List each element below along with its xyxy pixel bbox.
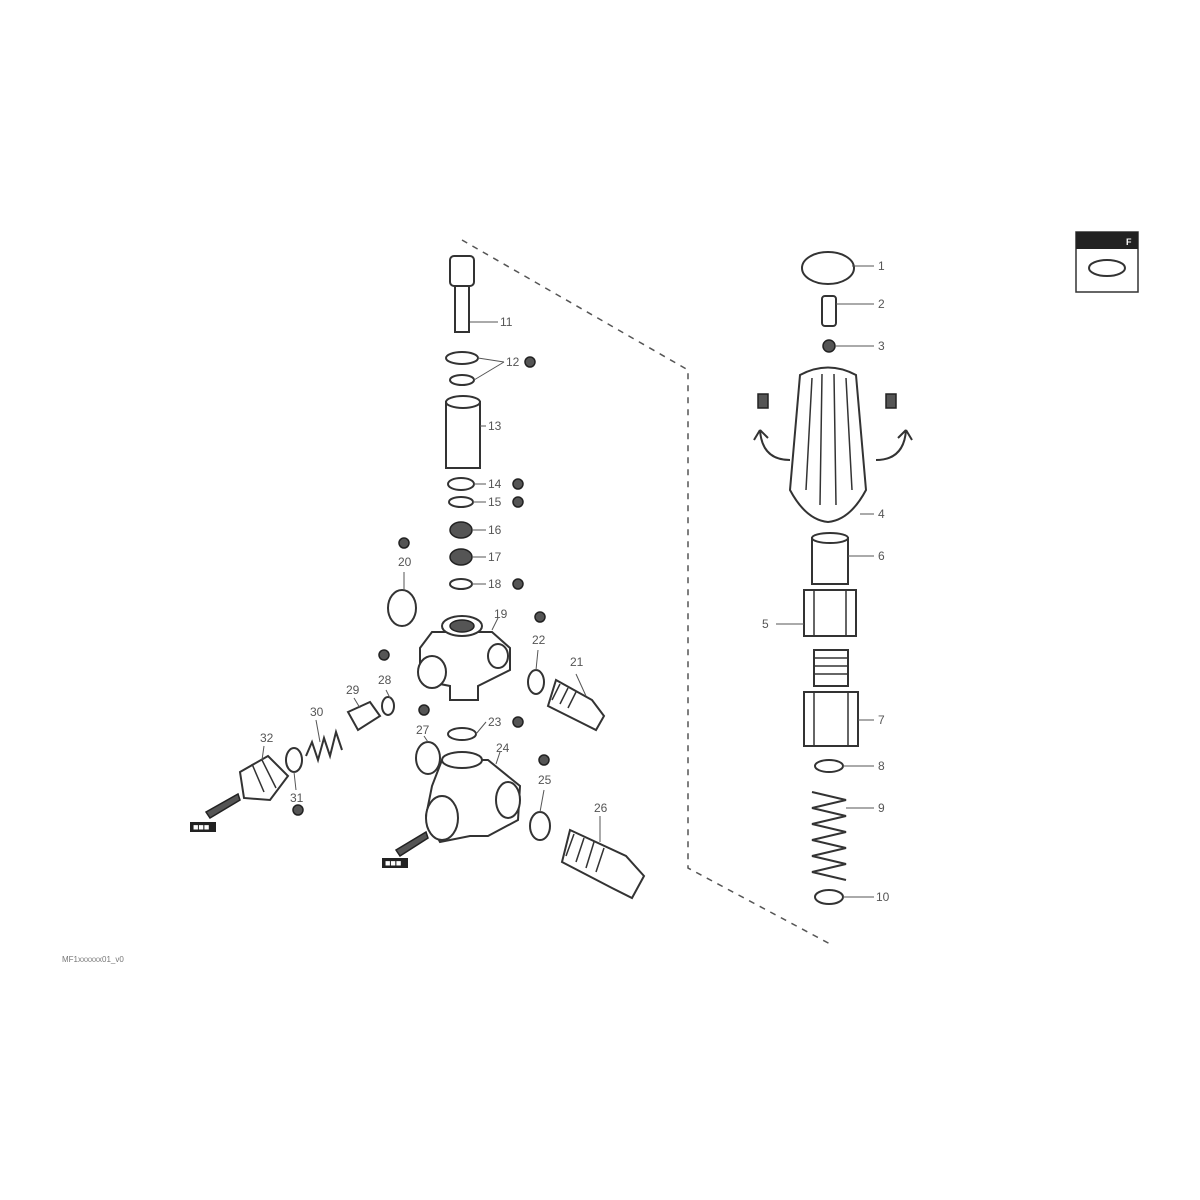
callout-18: 18	[488, 577, 502, 591]
part-hex-body	[803, 589, 857, 637]
part-o-ring-23	[447, 727, 477, 741]
part-fitting-21	[546, 678, 606, 732]
callout-8: 8	[878, 759, 885, 773]
callout-15: 15	[488, 495, 502, 509]
part-o-ring-15	[448, 496, 474, 508]
part-o-ring-27	[415, 741, 441, 775]
callout-7: 7	[878, 713, 885, 727]
callout-21: 21	[570, 655, 584, 669]
legend-box-label: F	[1126, 237, 1132, 247]
separator-dashes	[461, 239, 833, 946]
part-bottom-washer	[814, 889, 844, 905]
part-small-ring	[822, 339, 836, 353]
part-o-ring-12b	[449, 374, 475, 386]
inlet-tag-left	[190, 822, 216, 832]
part-o-ring-14	[447, 477, 475, 491]
callout-9: 9	[878, 801, 885, 815]
center-assembly	[238, 255, 646, 900]
callout-22: 22	[532, 633, 546, 647]
part-spring	[811, 791, 847, 881]
part-fitting-26	[560, 828, 646, 900]
callout-10: 10	[876, 890, 890, 904]
right-leaders	[776, 265, 874, 898]
part-nozzle-29	[346, 700, 382, 732]
legend-box: F	[1075, 231, 1139, 293]
callout-23: 23	[488, 715, 502, 729]
callout-17: 17	[488, 550, 502, 564]
part-o-ring-12a	[445, 351, 479, 365]
part-o-ring-20	[387, 589, 417, 627]
callout-12: 12	[506, 355, 520, 369]
part-fitting-32	[238, 754, 290, 802]
part-o-ring-25	[529, 811, 551, 841]
callout-14: 14	[488, 477, 502, 491]
inlet-tag-bottom-text: ■■■	[385, 858, 401, 868]
callout-20: 20	[398, 555, 412, 569]
callout-28: 28	[378, 673, 392, 687]
callout-25: 25	[538, 773, 552, 787]
callout-19: 19	[494, 607, 508, 621]
callout-30: 30	[310, 705, 324, 719]
part-screw	[821, 295, 837, 327]
right-callouts: 1 2 3 4 6 5 7 8 9 10	[762, 259, 890, 904]
part-adjusting-knob	[788, 366, 868, 524]
callout-5: 5	[762, 617, 769, 631]
part-washer	[814, 759, 844, 773]
inlet-tag-left-text: ■■■	[193, 822, 209, 832]
callout-13: 13	[488, 419, 502, 433]
part-seal-16	[449, 521, 473, 539]
callout-1: 1	[878, 259, 885, 273]
inlet-tag-bottom	[382, 858, 408, 868]
center-callouts: 11 12 13 14 15 16 17 18 19 20 22 21 23 2…	[260, 315, 608, 815]
part-seal-17	[449, 548, 473, 566]
center-leaders	[261, 321, 601, 842]
part-lower-hex	[803, 691, 859, 747]
callout-11: 11	[500, 315, 513, 329]
callout-31: 31	[290, 791, 304, 805]
callout-27: 27	[416, 723, 430, 737]
inlet-arrows: ■■■ ■■■	[190, 792, 429, 868]
part-sleeve	[811, 537, 849, 585]
callout-4: 4	[878, 507, 885, 521]
callout-32: 32	[260, 731, 274, 745]
part-cylinder	[445, 401, 481, 469]
callout-2: 2	[878, 297, 885, 311]
part-valve-pin	[454, 285, 470, 333]
part-valve-pin-head	[449, 255, 475, 287]
callout-16: 16	[488, 523, 502, 537]
part-cap-disc	[801, 251, 855, 285]
callout-29: 29	[346, 683, 360, 697]
callout-24: 24	[496, 741, 510, 755]
part-o-ring-28	[381, 696, 395, 716]
rotate-arrow-icon	[753, 393, 913, 461]
part-o-ring-18	[449, 578, 473, 590]
part-spring-30	[305, 728, 343, 764]
callout-3: 3	[878, 339, 885, 353]
footer-code: MF1xxxxxx01_v0	[62, 955, 124, 964]
part-o-ring-31	[285, 747, 303, 773]
right-assembly	[753, 251, 913, 905]
part-o-ring-22	[527, 669, 545, 695]
callout-6: 6	[878, 549, 885, 563]
o-ring-icon	[1088, 259, 1126, 277]
callout-26: 26	[594, 801, 608, 815]
